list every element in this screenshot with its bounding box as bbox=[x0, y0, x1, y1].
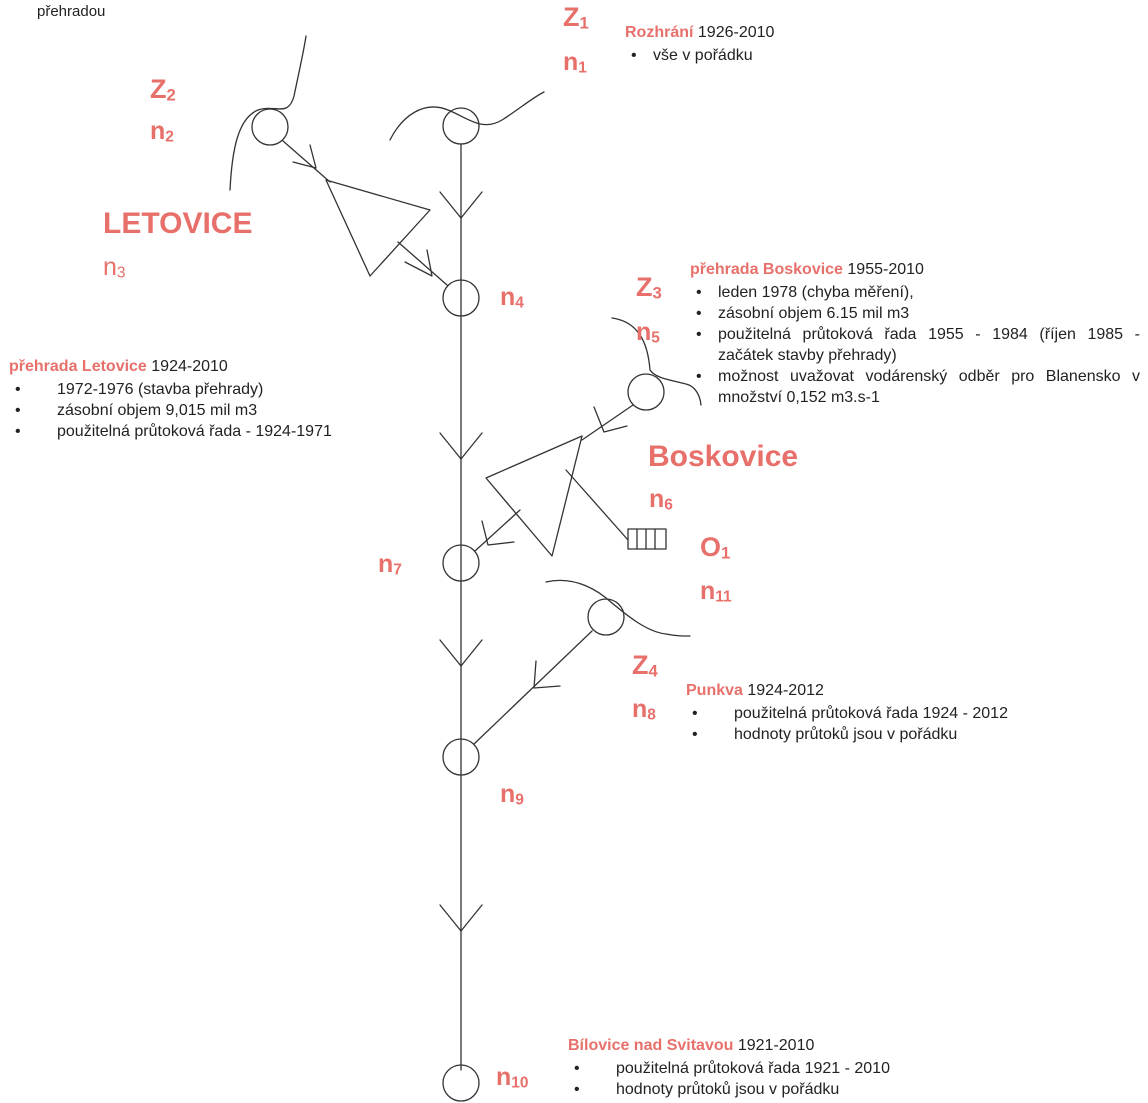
label-n7: n7 bbox=[378, 550, 402, 579]
label-z2: Z2 bbox=[150, 74, 176, 105]
label-n4: n4 bbox=[500, 283, 524, 312]
branch-letovice-to-n4 bbox=[397, 241, 448, 286]
info-boskovice-years: 1955-2010 bbox=[847, 261, 924, 278]
info-letovice-years: 1924-2010 bbox=[151, 358, 228, 375]
info-bilovice: Bílovice nad Svitavou 1921-2010 použitel… bbox=[568, 1035, 890, 1100]
flow-arrow-main bbox=[439, 432, 483, 460]
label-o1: O1 bbox=[700, 532, 731, 563]
watershed-curve-z1 bbox=[389, 91, 545, 141]
node-n5-circle bbox=[627, 373, 665, 411]
info-boskovice-item: leden 1978 (chyba měření), bbox=[690, 282, 1140, 303]
branch-n2-to-letovice bbox=[282, 140, 331, 183]
info-letovice-item: použitelná průtoková řada - 1924-1971 bbox=[9, 421, 332, 442]
flow-arrow-boskovice-branch bbox=[481, 520, 515, 546]
info-rozhrani-name: Rozhrání bbox=[625, 24, 694, 41]
info-bilovice-years: 1921-2010 bbox=[737, 1037, 815, 1054]
info-letovice: přehrada Letovice 1924-2010 1972-1976 (s… bbox=[9, 356, 332, 442]
node-n8-circle bbox=[587, 598, 625, 636]
info-boskovice-name: přehrada Boskovice bbox=[690, 261, 843, 278]
flow-arrow-letovice-branch bbox=[404, 249, 433, 277]
flow-arrow-n2-branch bbox=[292, 144, 317, 169]
node-n9-circle bbox=[442, 738, 480, 776]
node-n1-circle bbox=[442, 107, 480, 145]
node-n2-circle bbox=[251, 108, 289, 146]
label-n6: n6 bbox=[649, 485, 673, 514]
info-punkva-name: Punkva bbox=[686, 682, 743, 699]
flow-arrow-punkva-branch bbox=[533, 660, 561, 689]
node-n10-circle bbox=[442, 1064, 480, 1102]
label-n1: n1 bbox=[563, 48, 587, 77]
info-rozhrani-years: 1926-2010 bbox=[697, 24, 775, 41]
info-letovice-item: 1972-1976 (stavba přehrady) bbox=[9, 379, 332, 400]
letovice-reservoir-triangle bbox=[325, 179, 431, 277]
info-punkva: Punkva 1924-2012 použitelná průtoková řa… bbox=[686, 680, 1008, 745]
label-n3: n3 bbox=[103, 253, 126, 282]
flow-arrow-main bbox=[439, 904, 483, 932]
branch-boskovice-to-n7 bbox=[474, 509, 521, 552]
flow-arrow-main bbox=[439, 639, 483, 667]
label-n8: n8 bbox=[632, 695, 656, 724]
info-boskovice-item: zásobní objem 6.15 mil m3 bbox=[690, 303, 1140, 324]
label-letovice: LETOVICE bbox=[103, 207, 253, 240]
label-z4: Z4 bbox=[632, 650, 658, 681]
withdrawal-o1-link bbox=[565, 469, 629, 541]
flow-arrow-main bbox=[439, 191, 483, 219]
info-boskovice-item: použitelná průtoková řada 1955 - 1984 (ř… bbox=[690, 324, 1140, 366]
info-bilovice-item: hodnoty průtoků jsou v pořádku bbox=[568, 1079, 890, 1100]
label-n10: n10 bbox=[496, 1063, 529, 1092]
boskovice-reservoir-triangle bbox=[485, 435, 583, 557]
node-n7-circle bbox=[442, 544, 480, 582]
label-n5: n5 bbox=[636, 318, 660, 347]
label-n11: n11 bbox=[700, 577, 732, 606]
label-boskovice: Boskovice bbox=[648, 440, 799, 473]
info-rozhrani: Rozhrání 1926-2010 vše v pořádku bbox=[625, 22, 774, 66]
info-rozhrani-item: vše v pořádku bbox=[625, 45, 774, 66]
withdrawal-o1-box bbox=[627, 528, 667, 550]
flow-arrow-n5-branch bbox=[593, 406, 628, 433]
label-n2: n2 bbox=[150, 117, 174, 146]
watershed-curve-z2 bbox=[229, 35, 307, 191]
node-n4-circle bbox=[442, 279, 480, 317]
branch-n5-to-boskovice bbox=[581, 404, 634, 441]
branch-punkva-to-n9 bbox=[473, 630, 593, 745]
info-punkva-years: 1924-2012 bbox=[747, 682, 824, 699]
info-boskovice-item: možnost uvažovat vodárenský odběr pro Bl… bbox=[690, 366, 1140, 408]
watershed-curve-z4 bbox=[545, 579, 691, 637]
info-bilovice-name: Bílovice nad Svitavou bbox=[568, 1037, 734, 1054]
label-z1: Z1 bbox=[563, 2, 589, 33]
info-letovice-name: přehrada Letovice bbox=[9, 358, 147, 375]
info-punkva-item: hodnoty průtoků jsou v pořádku bbox=[686, 724, 1008, 745]
label-z3: Z3 bbox=[636, 272, 662, 303]
label-n9: n9 bbox=[500, 780, 524, 809]
info-punkva-item: použitelná průtoková řada 1924 - 2012 bbox=[686, 703, 1008, 724]
info-letovice-item: zásobní objem 9,015 mil m3 bbox=[9, 400, 332, 421]
info-boskovice: přehrada Boskovice 1955-2010 leden 1978 … bbox=[690, 259, 1140, 408]
info-bilovice-item: použitelná průtoková řada 1921 - 2010 bbox=[568, 1058, 890, 1079]
corner-text: přehradou bbox=[37, 3, 106, 20]
